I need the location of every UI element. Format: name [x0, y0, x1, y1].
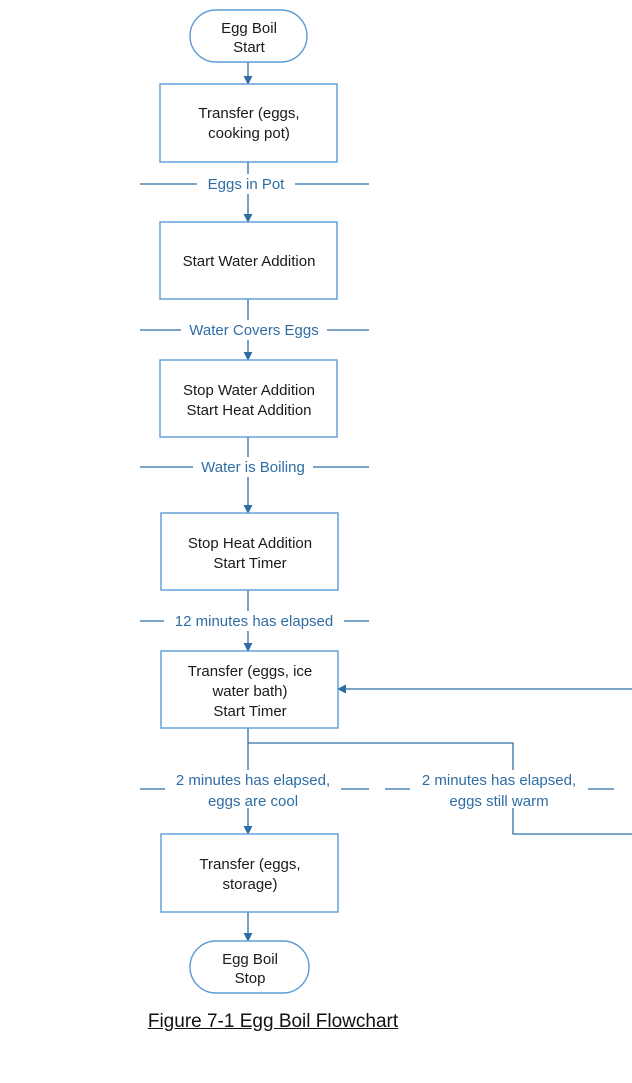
condition-12-minutes: 12 minutes has elapsed: [175, 613, 333, 630]
stop-water-box: [159, 359, 338, 438]
loop-branch-out: [248, 742, 514, 770]
transfer-storage-label: Transfer (eggs,storage): [199, 856, 300, 893]
transfer-pot-label: Transfer (eggs,cooking pot): [198, 105, 299, 142]
start-water-label: Start Water Addition: [183, 253, 316, 270]
start-water-box: [159, 221, 338, 300]
loop-branch-return: [512, 808, 632, 835]
condition-eggs-in-pot: Eggs in Pot: [208, 176, 286, 193]
transfer-pot-box: [159, 83, 338, 163]
condition-label-backgrounds: [164, 174, 588, 808]
stop-heat-box: [160, 512, 339, 591]
connectors: [243, 62, 632, 942]
figure-caption: Figure 7-1 Egg Boil Flowchart: [147, 1011, 399, 1032]
condition-eggs-cool: 2 minutes has elapsed,eggs are cool: [176, 772, 330, 810]
transfer-storage-box: [160, 833, 339, 913]
condition-water-covers: Water Covers Eggs: [189, 322, 319, 339]
start-terminal: [189, 9, 308, 63]
stop-terminal: [189, 940, 310, 994]
condition-eggs-warm: 2 minutes has elapsed,eggs still warm: [422, 772, 576, 810]
transfer-ice-box: [160, 650, 339, 729]
condition-water-boiling: Water is Boiling: [201, 459, 305, 476]
